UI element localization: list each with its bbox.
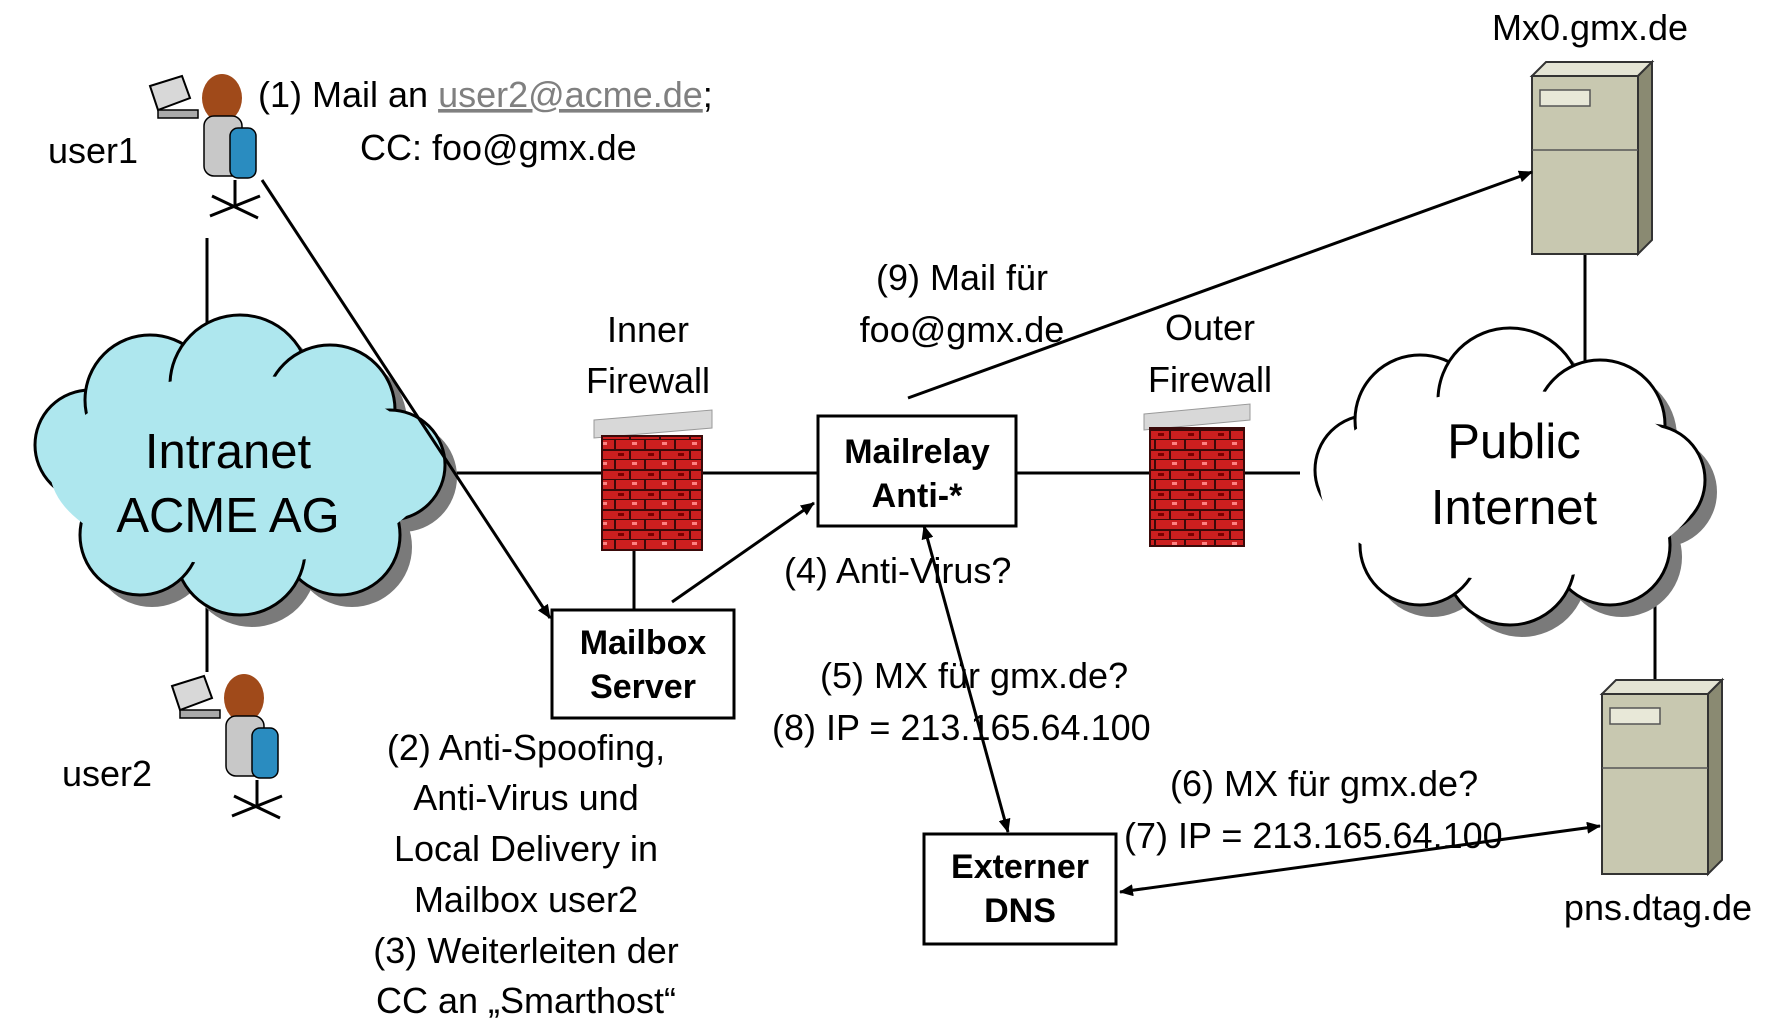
intranet-label-line2: ACME AG (116, 489, 339, 543)
externer-dns-label-line1: Externer (951, 848, 1089, 886)
user2-label: user2 (62, 753, 152, 794)
inner-firewall-icon (593, 409, 713, 551)
public-internet-label-line1: Public (1447, 415, 1580, 469)
step9-line2: foo@gmx.de (860, 309, 1065, 350)
step1-cc-label: CC: foo@gmx.de (360, 127, 637, 168)
intranet-label-line1: Intranet (145, 425, 312, 479)
step3-line1: (3) Weiterleiten der (373, 930, 678, 971)
intranet-cloud (33, 313, 457, 627)
step5-label: (5) MX für gmx.de? (820, 655, 1128, 696)
step1-email-link[interactable]: user2@acme.de (438, 74, 703, 115)
outer-firewall-icon (1143, 403, 1251, 547)
inner-firewall-label-line2: Firewall (586, 360, 710, 401)
step9-line1: (9) Mail für (876, 257, 1048, 298)
mx0-label: Mx0.gmx.de (1492, 7, 1688, 48)
inner-firewall-label-line1: Inner (607, 309, 689, 350)
externer-dns-box (922, 832, 1118, 946)
flow-arrows (260, 170, 1601, 897)
step2-line2: Anti-Virus und (413, 777, 638, 818)
externer-dns-label-line2: DNS (984, 892, 1056, 930)
user2-icon (170, 674, 283, 820)
public-internet-cloud (1313, 326, 1717, 637)
pns-label: pns.dtag.de (1564, 887, 1752, 928)
step2-line1: (2) Anti-Spoofing, (387, 727, 665, 768)
mailbox-server-box (550, 608, 736, 720)
mailbox-server-label-line2: Server (590, 668, 696, 706)
step2-line3: Local Delivery in (394, 828, 658, 869)
step2-line4: Mailbox user2 (414, 879, 638, 920)
step4-label: (4) Anti-Virus? (784, 550, 1011, 591)
outer-firewall-label-line2: Firewall (1148, 359, 1272, 400)
mailbox-server-label-line1: Mailbox (580, 624, 707, 662)
mailrelay-box (816, 414, 1018, 528)
user1-icon (148, 74, 261, 220)
user1-label: user1 (48, 130, 138, 171)
outer-firewall-label-line1: Outer (1165, 307, 1255, 348)
step1-suffix: ; (703, 74, 713, 115)
mailrelay-label-line2: Anti-* (872, 477, 963, 515)
mailrelay-label-line1: Mailrelay (844, 433, 990, 471)
step8-label: (8) IP = 213.165.64.100 (772, 707, 1151, 748)
step1-prefix: (1) Mail an (258, 74, 438, 115)
step3-line2: CC an „Smarthost“ (376, 980, 676, 1018)
step7-label: (7) IP = 213.165.64.100 (1124, 815, 1503, 856)
mx0-server-icon (1529, 59, 1655, 257)
pns-server-icon (1599, 677, 1725, 877)
step1-label: (1) Mail an user2@acme.de; (258, 74, 713, 115)
public-internet-label-line2: Internet (1431, 481, 1598, 535)
step6-label: (6) MX für gmx.de? (1170, 763, 1478, 804)
